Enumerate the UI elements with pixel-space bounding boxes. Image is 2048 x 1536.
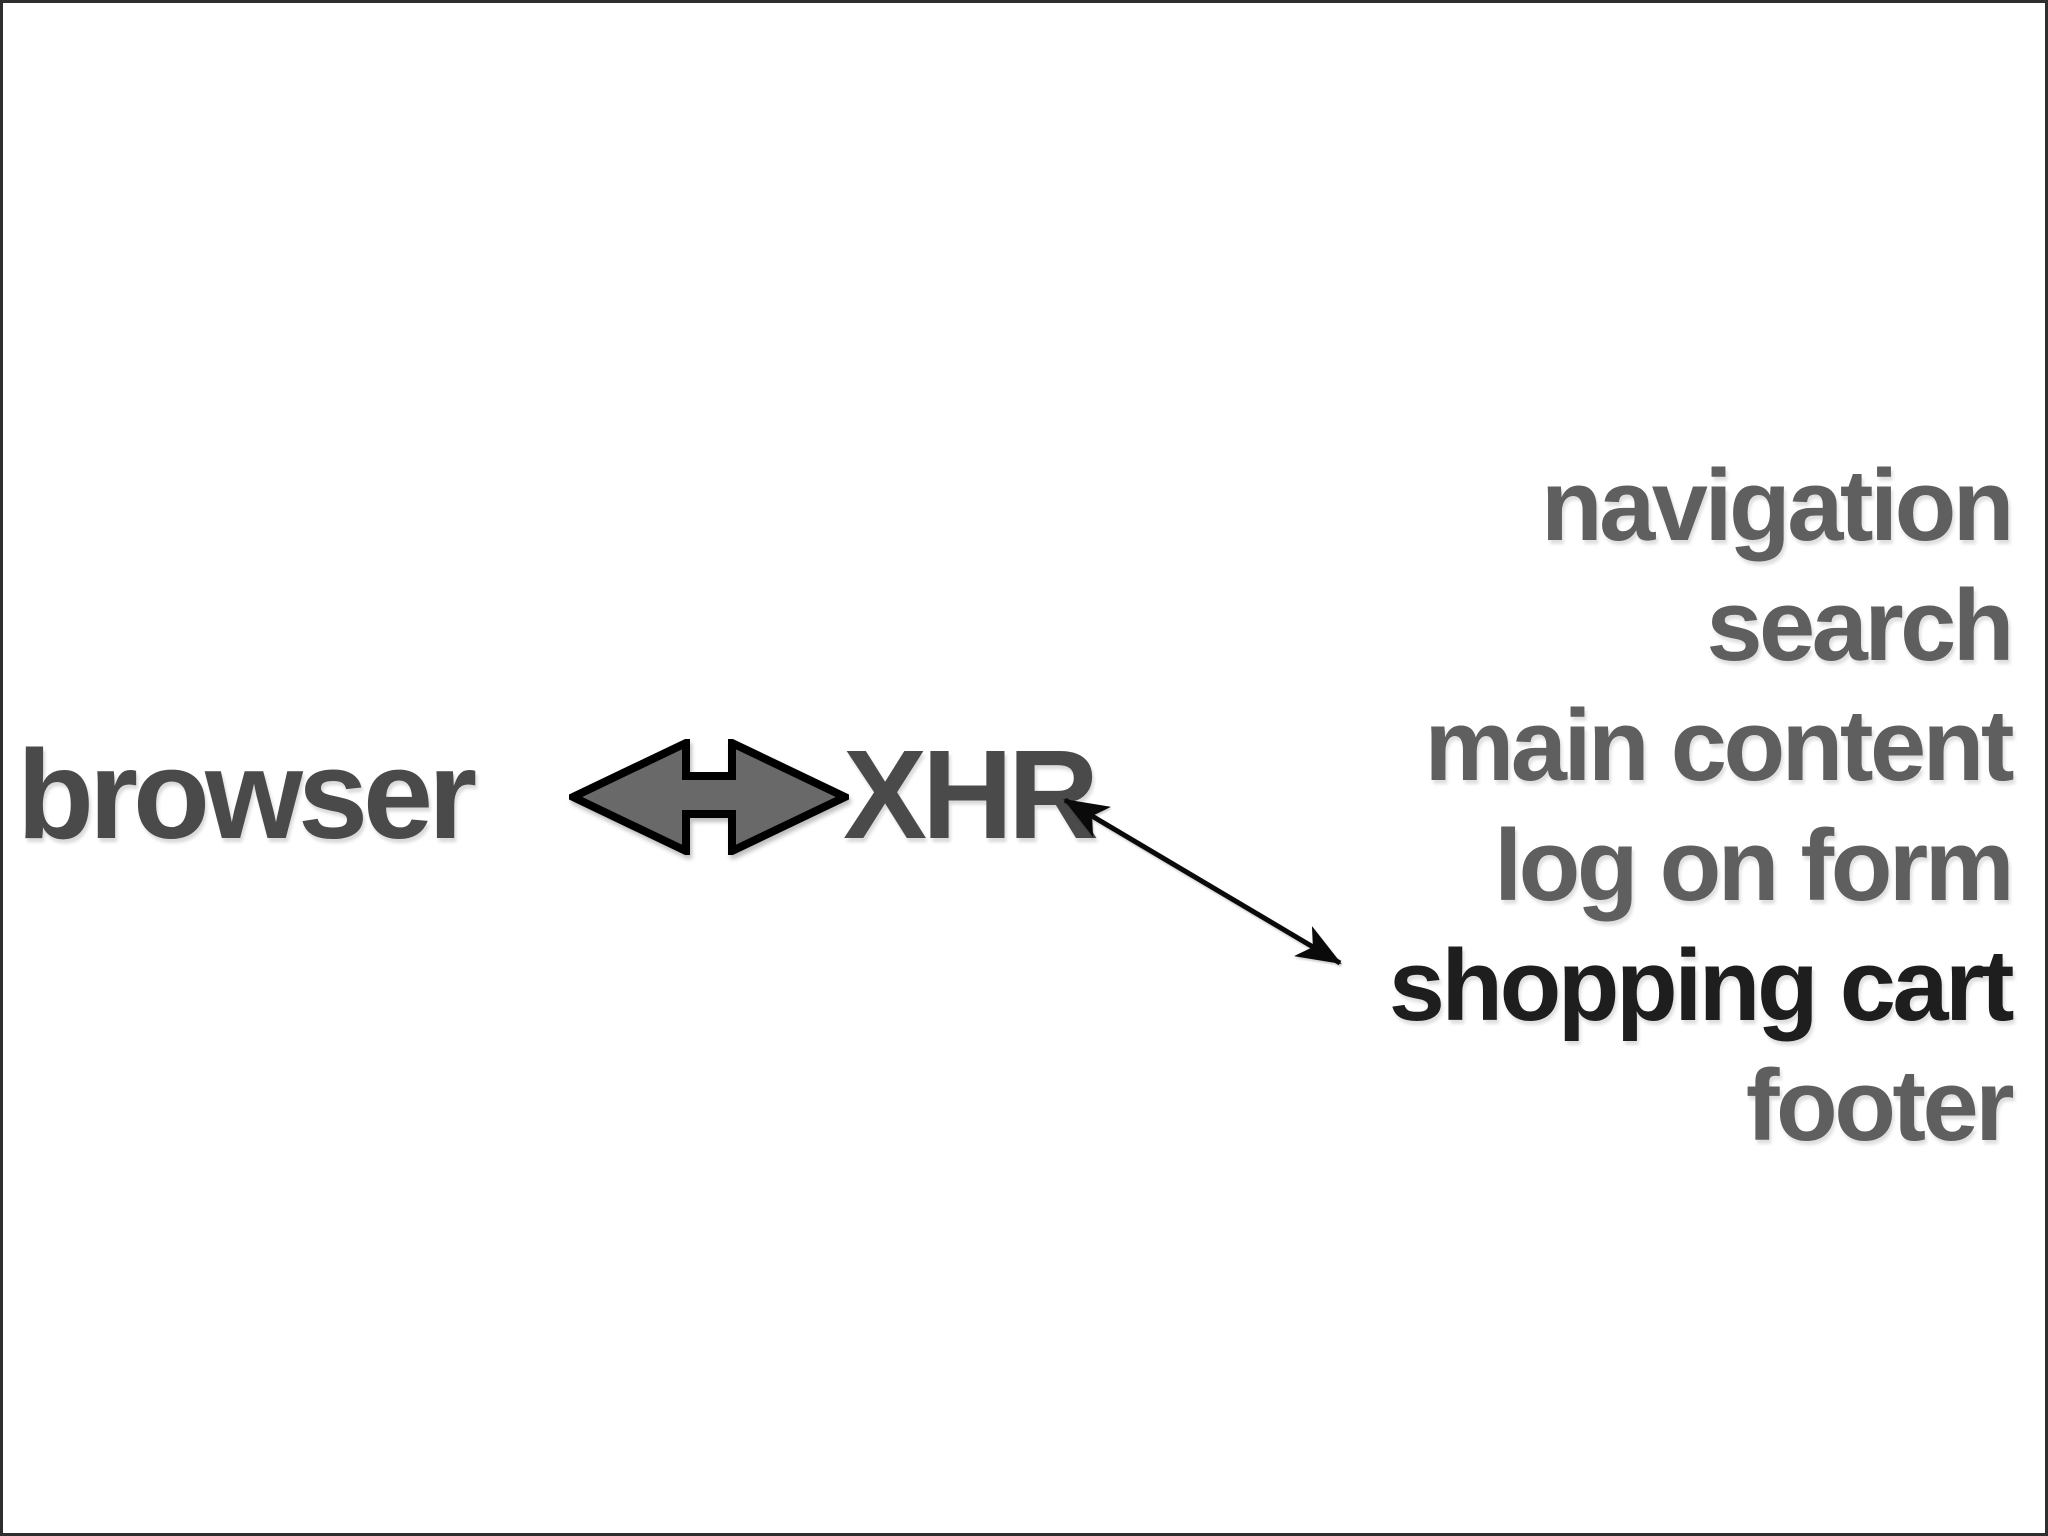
region-item-navigation: navigation xyxy=(1540,450,2015,562)
xhr-label: XHR xyxy=(843,724,1099,865)
left-right-arrow-icon xyxy=(569,739,849,855)
region-item-search: search xyxy=(1706,570,2014,682)
region-item-main-content: main content xyxy=(1424,690,2015,802)
browser-label: browser xyxy=(17,724,477,865)
page-region-list: navigation search main content log on fo… xyxy=(1388,446,2015,1166)
region-item-shopping-cart: shopping cart xyxy=(1388,930,2015,1042)
region-item-footer: footer xyxy=(1745,1050,2015,1162)
region-item-log-on-form: log on form xyxy=(1494,810,2014,922)
connector-line xyxy=(1063,797,1342,966)
left-right-arrow-shape xyxy=(569,739,849,855)
xhr-to-shopping-cart-arrow-icon xyxy=(1063,797,1342,966)
